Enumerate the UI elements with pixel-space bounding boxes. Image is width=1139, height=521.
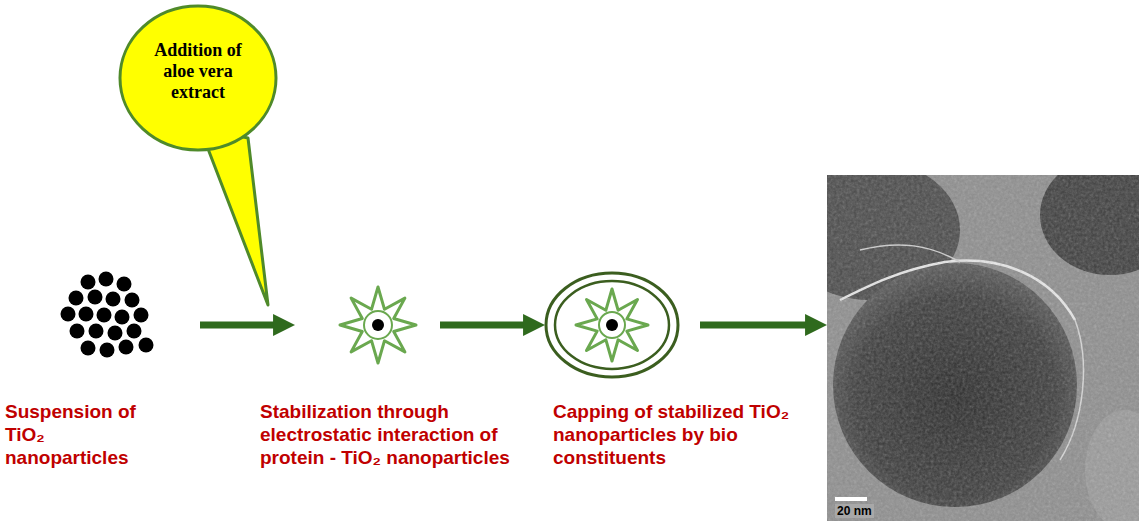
process-stage: Suspension of TiO₂ nanoparticles bbox=[55, 265, 200, 385]
particle-core bbox=[606, 319, 618, 331]
callout-text: Addition of aloe vera extract bbox=[140, 40, 256, 103]
star-shell bbox=[576, 289, 648, 361]
star-shell bbox=[340, 287, 416, 363]
nanoparticle-cluster bbox=[61, 272, 154, 358]
process-arrow bbox=[700, 322, 813, 329]
micrograph-panel: 20 nm bbox=[827, 175, 1139, 521]
bubble-tail bbox=[200, 128, 268, 305]
speech-bubble: Addition of aloe vera extract bbox=[118, 4, 278, 152]
stage-label: Suspension of TiO₂ nanoparticles bbox=[5, 400, 150, 469]
stage-label: Capping of stabilized TiO₂ nanoparticles… bbox=[553, 400, 818, 469]
stage-label: Stabilization through electrostatic inte… bbox=[260, 400, 550, 469]
particle-ring bbox=[364, 311, 392, 339]
particle-core bbox=[372, 319, 384, 331]
scale-label: 20 nm bbox=[835, 504, 874, 518]
process-stage: Capping of stabilized TiO₂ nanoparticles… bbox=[545, 265, 700, 385]
process-arrow bbox=[440, 322, 531, 329]
bubble-shape bbox=[120, 6, 276, 150]
capped-particle bbox=[546, 273, 678, 377]
tem-micrograph bbox=[827, 175, 1139, 521]
stabilized-particle bbox=[340, 287, 416, 363]
particle-ring bbox=[599, 312, 625, 338]
process-arrow bbox=[200, 322, 281, 329]
process-stage: Stabilization through electrostatic inte… bbox=[295, 265, 440, 385]
